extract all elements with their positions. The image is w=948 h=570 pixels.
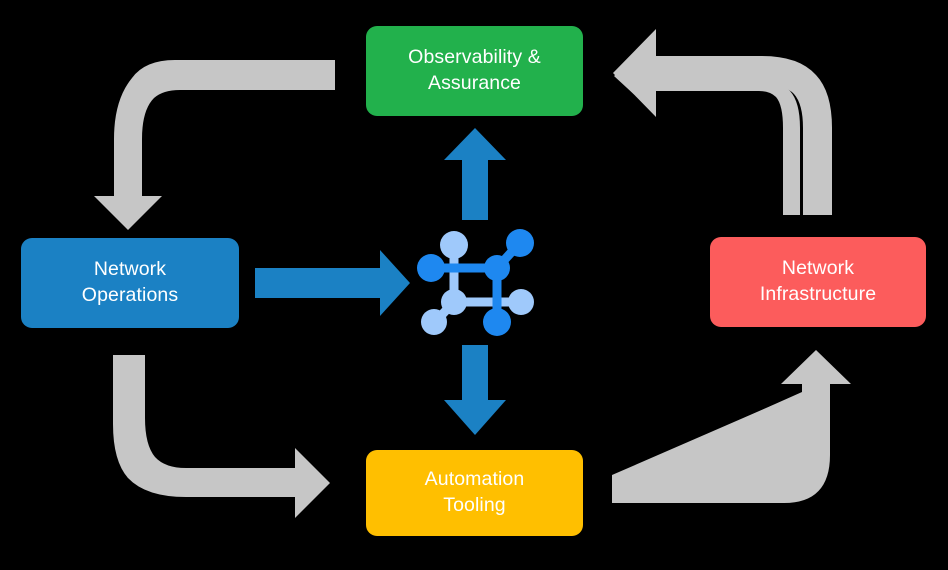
box-observability-assurance[interactable]: Observability & Assurance [366, 26, 583, 116]
gray-arrow-bottom-right-shape [612, 350, 851, 503]
gray-arrow-bottom-right-body [612, 392, 802, 477]
box-automation-tooling[interactable]: Automation Tooling [366, 450, 583, 536]
icon-node-top-right-bright [506, 229, 534, 257]
blue-arrow-up [444, 128, 506, 220]
icon-node-top-light [440, 231, 468, 259]
blue-arrow-down [444, 345, 506, 435]
icon-node-left-bright [417, 254, 445, 282]
gray-arrow-top-left [94, 60, 335, 230]
box-network-infrastructure[interactable]: Network Infrastructure [710, 237, 926, 327]
icon-node-bottom-left-light [421, 309, 447, 335]
icon-node-center-left-light [441, 289, 467, 315]
network-topology-icon[interactable] [417, 229, 534, 336]
icon-node-hub-bright [484, 255, 510, 281]
gray-arrow-bottom-left [113, 355, 330, 518]
box-network-operations[interactable]: Network Operations [21, 238, 239, 328]
icon-node-bottom-bright [483, 308, 511, 336]
blue-arrow-right [255, 250, 410, 316]
icon-node-right-light [508, 289, 534, 315]
gray-arrow-top-right-body [613, 29, 832, 215]
